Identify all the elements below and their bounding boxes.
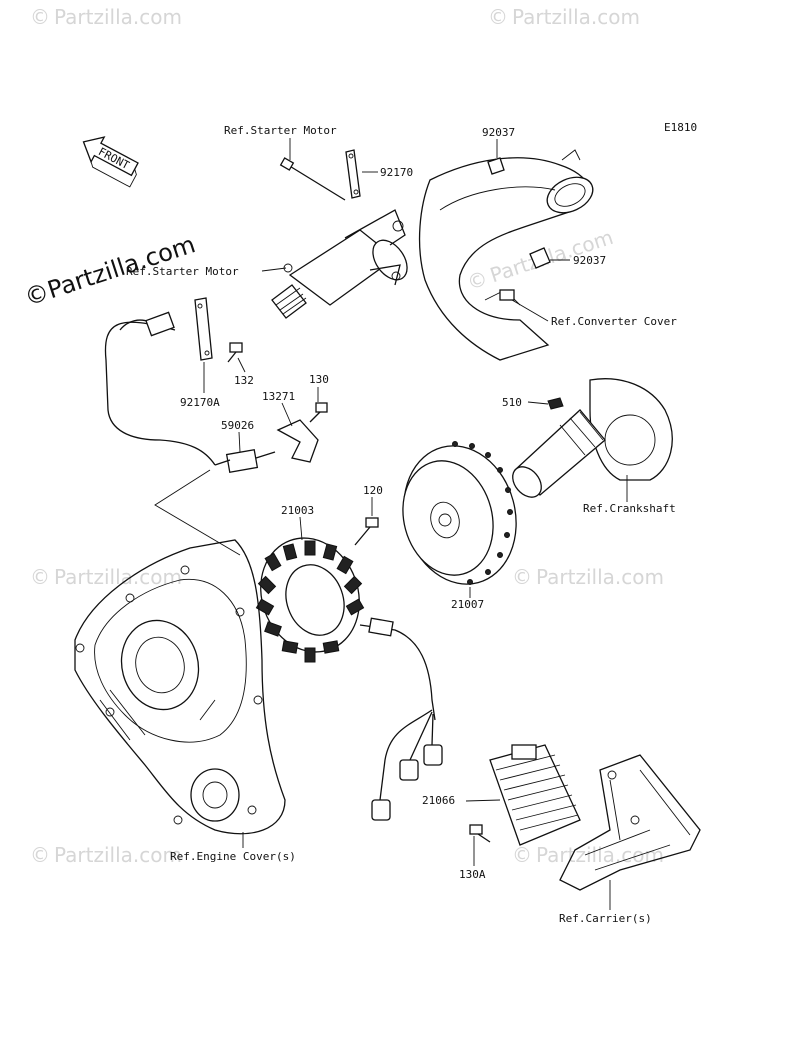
label-59026[interactable]: 59026: [221, 419, 254, 432]
carrier: [559, 754, 701, 891]
stator-21003: [255, 517, 443, 821]
leader-lines: [203, 138, 628, 910]
watermark-text: Partzilla.com: [54, 843, 182, 867]
label-ref-engine-cover[interactable]: Ref.Engine Cover(s): [170, 850, 296, 863]
label-ref-carrier[interactable]: Ref.Carrier(s): [559, 912, 652, 925]
label-92170[interactable]: 92170: [380, 166, 413, 179]
diagram-code: E1810: [664, 121, 697, 134]
label-ref-crankshaft[interactable]: Ref.Crankshaft: [583, 502, 676, 515]
label-92037-top[interactable]: 92037: [482, 126, 515, 139]
front-arrow-label: FRONT: [96, 145, 132, 172]
wiring-harness-59026: [104, 311, 276, 474]
label-92170A[interactable]: 92170A: [180, 396, 220, 409]
label-510[interactable]: 510: [502, 396, 522, 409]
watermark-symbol: ©: [30, 5, 50, 29]
front-arrow: FRONT: [82, 136, 139, 188]
watermark-symbol: ©: [464, 266, 490, 295]
engine-cover: [74, 539, 286, 835]
watermark-symbol: ©: [512, 843, 532, 867]
rotor-21007: [402, 441, 517, 585]
watermark-text: Partzilla.com: [54, 5, 182, 29]
converter-cover: [418, 149, 594, 361]
watermark-symbol: ©: [30, 565, 50, 589]
label-132[interactable]: 132: [234, 374, 254, 387]
watermark-symbol: ©: [512, 565, 532, 589]
label-21007[interactable]: 21007: [451, 598, 484, 611]
watermark-symbol: ©: [488, 5, 508, 29]
watermark-text: Partzilla.com: [536, 565, 664, 589]
watermark-symbol: ©: [30, 843, 50, 867]
starter-motor: [271, 149, 408, 319]
bolt-132: [227, 342, 243, 363]
label-ref-starter-motor-side[interactable]: Ref.Starter Motor: [126, 265, 239, 278]
callout-labels: Ref.Starter Motor 92170 Ref.Starter Moto…: [126, 124, 677, 925]
watermark-text: Partzilla.com: [54, 565, 182, 589]
crankshaft: [512, 378, 673, 498]
label-92037-mid[interactable]: 92037: [573, 254, 606, 267]
bracket-13271: [276, 419, 319, 463]
regulator-21066: [469, 744, 581, 846]
label-130[interactable]: 130: [309, 373, 329, 386]
bracket-92170A: [194, 297, 213, 361]
label-ref-converter-cover[interactable]: Ref.Converter Cover: [551, 315, 677, 328]
label-21003[interactable]: 21003: [281, 504, 314, 517]
watermark-text: Partzilla.com: [512, 5, 640, 29]
label-13271[interactable]: 13271: [262, 390, 295, 403]
label-120[interactable]: 120: [363, 484, 383, 497]
bolt-130: [309, 402, 328, 423]
label-ref-starter-motor-top[interactable]: Ref.Starter Motor: [224, 124, 337, 137]
label-21066[interactable]: 21066: [422, 794, 455, 807]
label-130A[interactable]: 130A: [459, 868, 486, 881]
